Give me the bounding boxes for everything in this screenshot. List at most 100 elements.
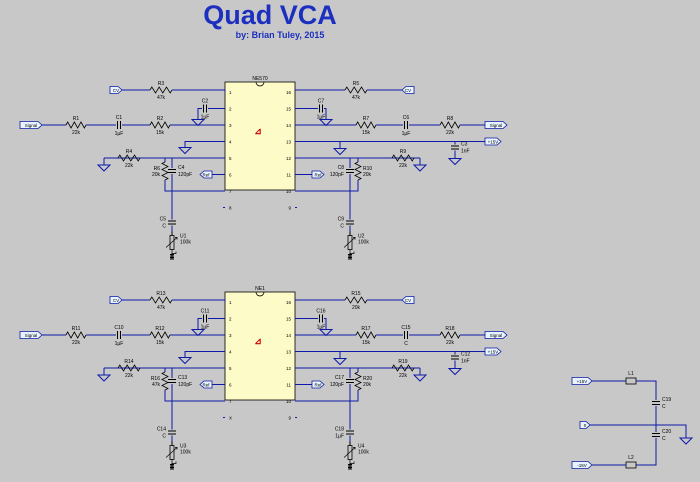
wire <box>324 108 327 117</box>
plus15v-label[interactable] <box>484 347 502 356</box>
resistor-value: 47k <box>152 382 161 388</box>
capacitor-ref: C5 <box>160 217 167 223</box>
net-label-text: +15V <box>488 349 499 354</box>
net-label-text: Ref <box>314 382 322 387</box>
pot-ref: U2 <box>358 234 365 240</box>
ic-pin-number: 13 <box>286 350 292 355</box>
resistor-icon <box>391 154 415 162</box>
ic-notch <box>255 81 265 87</box>
wire <box>636 380 657 400</box>
capacitor-value: 1µF <box>335 434 344 440</box>
capacitor-value: 1µF <box>201 115 210 121</box>
cv-input-label[interactable] <box>109 296 123 304</box>
ic-pin-number: 11 <box>286 383 291 388</box>
ref-input-label[interactable] <box>199 170 213 179</box>
resistor-value: 22k <box>72 130 81 136</box>
net-label-text: CV <box>405 298 411 303</box>
capacitor-value: 120pF <box>330 172 344 178</box>
ic-pin-number: 7 <box>229 399 232 404</box>
resistor-ref: R18 <box>445 326 454 332</box>
ground-icon <box>96 374 112 382</box>
capacitor-value: C <box>340 224 344 230</box>
ic-pin-number: 10 <box>286 189 292 194</box>
pot-lead <box>349 459 355 464</box>
ground-icon <box>412 164 428 172</box>
capacitor-ref: C9 <box>338 217 345 223</box>
resistor-value: 22k <box>446 130 455 136</box>
ic-pin-number: 6 <box>229 383 232 388</box>
ic-chip[interactable] <box>224 81 296 191</box>
ref-input-label[interactable] <box>311 170 325 179</box>
capacitor-value: C <box>662 436 666 442</box>
cv-input-label[interactable] <box>401 86 415 94</box>
capacitor-ref: C2 <box>202 99 209 105</box>
ground-icon <box>332 148 348 156</box>
net-label-text: +15V <box>488 139 499 144</box>
resistor-value: 47k <box>352 95 361 101</box>
ic-chip[interactable] <box>224 291 296 401</box>
ic-part-label: NE570 <box>252 76 268 82</box>
resistor-value: 20k <box>363 172 372 178</box>
net-label-text: Signal <box>490 123 503 128</box>
ic-pin-number: 5 <box>229 156 232 161</box>
ic-pin-number: 4 <box>229 350 232 355</box>
resistor-icon <box>149 121 171 129</box>
capacitor-value: 1µF <box>201 325 210 331</box>
ic-pin-number: 3 <box>229 123 232 128</box>
ic-logo-icon: ⊿ <box>254 126 262 136</box>
capacitor-ref: C20 <box>662 429 671 435</box>
signal-output-label[interactable] <box>484 331 508 339</box>
cv-input-label[interactable] <box>109 86 123 94</box>
plus15v-label[interactable] <box>571 377 593 385</box>
net-label-text: 0 <box>584 423 587 428</box>
resistor-icon <box>65 121 87 129</box>
resistor-icon <box>161 371 169 391</box>
net-label-text: Ref <box>202 172 210 177</box>
resistor-ref: R6 <box>154 166 161 172</box>
ground-icon <box>447 368 463 376</box>
capacitor-ref: C10 <box>114 325 123 331</box>
ground-icon <box>318 329 334 337</box>
capacitor-ref: C6 <box>403 115 410 121</box>
signal-input-label[interactable] <box>19 331 43 339</box>
resistor-value: 22k <box>399 163 408 169</box>
ic-pin-number: 2 <box>229 317 232 322</box>
ic-pin-number: 14 <box>286 123 292 128</box>
resistor-value: 15k <box>156 340 165 346</box>
resistor-icon <box>117 154 141 162</box>
resistor-ref: R7 <box>363 116 370 122</box>
capacitor-value: 120pF <box>178 382 192 388</box>
ground-icon <box>332 358 348 366</box>
inductor-icon[interactable] <box>625 377 637 385</box>
resistor-ref: R1 <box>73 116 80 122</box>
ic-pin-number: 16 <box>286 300 292 305</box>
wire <box>197 318 202 327</box>
resistor-ref: R15 <box>351 291 360 297</box>
resistor-icon <box>355 121 377 129</box>
resistor-ref: R16 <box>151 376 160 382</box>
plus15v-label[interactable] <box>484 137 502 146</box>
inductor-icon[interactable] <box>625 461 637 469</box>
resistor-icon <box>439 331 461 339</box>
resistor-ref: R4 <box>126 149 133 155</box>
ref-input-label[interactable] <box>199 380 213 389</box>
ic-pin-number: 3 <box>229 333 232 338</box>
resistor-value: 20k <box>352 305 361 311</box>
signal-output-label[interactable] <box>484 121 508 129</box>
resistor-ref: R8 <box>447 116 454 122</box>
ref-input-label[interactable] <box>311 380 325 389</box>
signal-input-label[interactable] <box>19 121 43 129</box>
ground-icon <box>96 164 112 172</box>
zero-net-label[interactable] <box>579 421 591 429</box>
capacitor-ref: C4 <box>178 165 185 171</box>
capacitor-ref: C18 <box>335 427 344 433</box>
ground-icon <box>412 374 428 382</box>
cv-input-label[interactable] <box>401 296 415 304</box>
pot-ref: U1 <box>180 234 187 240</box>
resistor-icon <box>439 121 461 129</box>
ground-icon <box>318 119 334 127</box>
net-label-text: CV <box>113 88 119 93</box>
minus15v-label[interactable] <box>571 461 593 469</box>
ground-icon <box>177 357 193 365</box>
